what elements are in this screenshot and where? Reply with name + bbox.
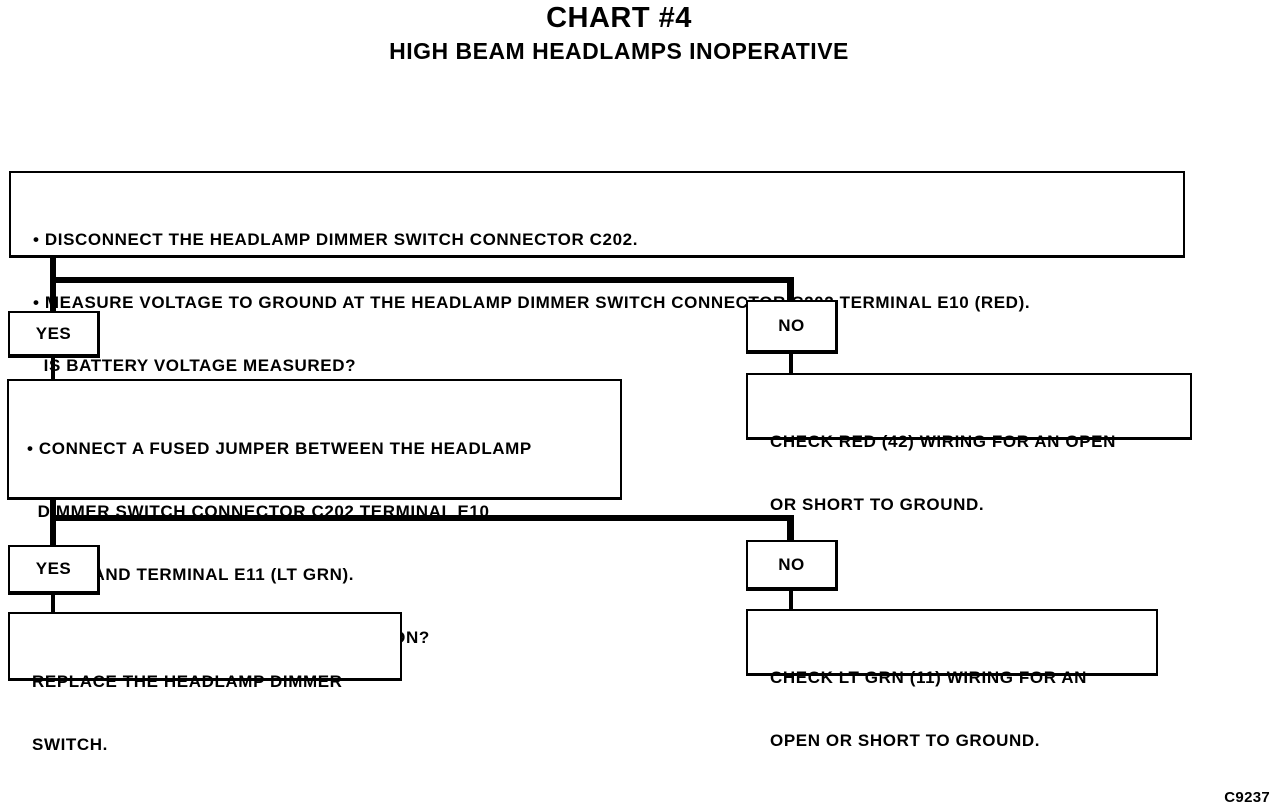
- chart-subtitle: HIGH BEAM HEADLAMPS INOPERATIVE: [389, 38, 849, 64]
- connector-branch1-horizontal: [50, 277, 794, 283]
- action-line: CHECK LT GRN (11) WIRING FOR AN: [770, 668, 1088, 687]
- step1-box: • DISCONNECT THE HEADLAMP DIMMER SWITCH …: [9, 171, 1185, 375]
- connector-branch2-no-down: [787, 515, 794, 541]
- connector-branch2-horizontal: [50, 515, 794, 521]
- connector-branch2-yes-to-action: [51, 592, 55, 614]
- step2-line: DIMMER SWITCH CONNECTOR C202 TERMINAL E1…: [27, 502, 490, 521]
- branch2-no-label: NO: [746, 540, 838, 591]
- connector-step2-down: [50, 498, 56, 546]
- connector-step1-down: [50, 256, 56, 313]
- action-line: CHECK RED (42) WIRING FOR AN OPEN: [770, 432, 1116, 451]
- branch1-no-action-box: CHECK RED (42) WIRING FOR AN OPEN OR SHO…: [746, 373, 1192, 514]
- step2-line: • CONNECT A FUSED JUMPER BETWEEN THE HEA…: [27, 439, 532, 458]
- branch1-yes-label: YES: [8, 311, 100, 358]
- branch1-no-label: NO: [746, 300, 838, 354]
- connector-branch1-yes-to-step2: [51, 356, 55, 380]
- action-line: REPLACE THE HEADLAMP DIMMER: [32, 672, 343, 691]
- figure-code: C9237: [1224, 789, 1270, 806]
- action-line: OR SHORT TO GROUND.: [770, 495, 985, 514]
- branch2-yes-label: YES: [8, 545, 100, 595]
- action-line: OPEN OR SHORT TO GROUND.: [770, 731, 1041, 750]
- branch2-yes-action-box: REPLACE THE HEADLAMP DIMMER SWITCH.: [8, 612, 402, 754]
- step2-box: • CONNECT A FUSED JUMPER BETWEEN THE HEA…: [7, 379, 622, 647]
- branch2-no-action-box: CHECK LT GRN (11) WIRING FOR AN OPEN OR …: [746, 609, 1158, 750]
- step1-line: • MEASURE VOLTAGE TO GROUND AT THE HEADL…: [33, 293, 1031, 312]
- action-line: SWITCH.: [32, 735, 108, 754]
- step1-line: • DISCONNECT THE HEADLAMP DIMMER SWITCH …: [33, 230, 639, 249]
- connector-branch1-no-to-action: [789, 352, 793, 375]
- step1-line: IS BATTERY VOLTAGE MEASURED?: [33, 356, 357, 375]
- connector-branch2-no-to-action: [789, 589, 793, 611]
- chart-title: CHART #4: [546, 2, 692, 34]
- connector-branch1-no-down: [787, 277, 794, 301]
- step2-line: (RED) AND TERMINAL E11 (LT GRN).: [27, 565, 355, 584]
